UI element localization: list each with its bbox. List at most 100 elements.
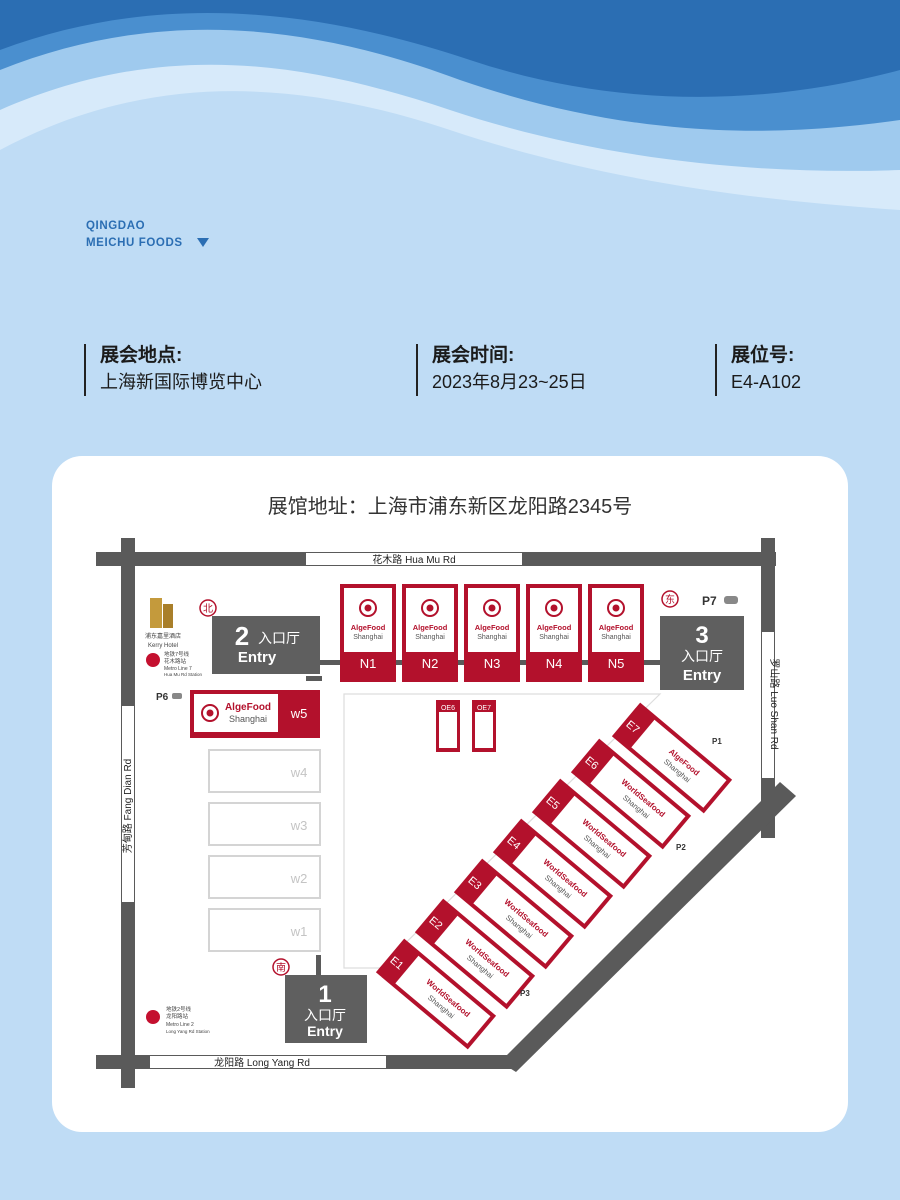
info-booth: 展位号: E4-A102	[715, 344, 801, 396]
entry-1: 1 入口厅 Entry	[285, 975, 367, 1043]
svg-text:Long Yang Rd Station: Long Yang Rd Station	[166, 1029, 210, 1034]
svg-text:Shanghai: Shanghai	[229, 714, 267, 724]
venue-address: 展馆地址：上海市浦东新区龙阳路2345号	[267, 496, 633, 518]
svg-text:Shanghai: Shanghai	[601, 634, 631, 641]
booth-value: E4-A102	[731, 372, 802, 392]
location-value: 上海新国际博览中心	[100, 372, 262, 392]
road-diagonal	[500, 782, 796, 1072]
svg-text:地铁7号线: 地铁7号线	[164, 650, 190, 658]
svg-text:入口厅: 入口厅	[681, 648, 723, 664]
building-icon	[150, 598, 162, 628]
svg-text:Shanghai: Shanghai	[539, 634, 569, 641]
time-value: 2023年8月23~25日	[432, 372, 587, 392]
svg-text:N4: N4	[546, 656, 563, 671]
hall-w1: w1	[208, 908, 321, 952]
svg-text:龙阳路站: 龙阳路站	[166, 1012, 189, 1020]
road-west-label: 芳甸路 Fang Dian Rd	[121, 759, 134, 853]
svg-text:东: 东	[665, 593, 675, 606]
svg-text:浦东嘉里酒店: 浦东嘉里酒店	[145, 632, 181, 640]
parking-p1: P1	[712, 737, 722, 746]
svg-text:AlgeFood: AlgeFood	[537, 623, 572, 632]
svg-text:花木路站: 花木路站	[164, 657, 187, 665]
car-icon	[724, 596, 738, 604]
booth-label: 展位号:	[731, 345, 795, 366]
svg-text:Kerry Hotel: Kerry Hotel	[148, 643, 178, 649]
hall-w3: w3	[208, 802, 321, 846]
hall-oe6: OE6	[436, 700, 460, 752]
svg-text:w5: w5	[290, 706, 308, 721]
svg-text:地铁2号线: 地铁2号线	[166, 1005, 192, 1013]
hall-e3: E3 WorldSeafood Shanghai	[453, 858, 575, 970]
road-west-label-box	[122, 706, 134, 902]
entry-3: 3 入口厅 Entry	[660, 616, 744, 690]
brand-line2: MEICHU FOODS	[86, 235, 209, 252]
svg-text:AlgeFood: AlgeFood	[599, 623, 634, 632]
road-east-label-box	[762, 632, 774, 778]
kerry-hotel: 浦东嘉里酒店 Kerry Hotel	[145, 598, 181, 649]
metro-icon	[146, 653, 160, 667]
svg-text:3: 3	[695, 622, 708, 649]
road-north-label-box	[306, 553, 522, 565]
hall-e7: E7 AlgeFood Shanghai	[611, 702, 733, 814]
svg-text:OE6: OE6	[441, 705, 455, 712]
metro-station-line2: 地铁2号线 龙阳路站 Metro Line 2 Long Yang Rd Sta…	[146, 1005, 210, 1034]
svg-text:AlgeFood: AlgeFood	[225, 702, 271, 713]
parking-p6: P6	[156, 692, 169, 703]
svg-text:Entry: Entry	[238, 649, 277, 666]
svg-text:2: 2	[235, 621, 249, 651]
compass-south-badge: 南	[272, 958, 290, 976]
brand-block: QINGDAO MEICHU FOODS	[86, 218, 209, 252]
hall-e6: E6 WorldSeafood Shanghai	[570, 738, 692, 850]
svg-text:Shanghai: Shanghai	[477, 634, 507, 641]
svg-text:w1: w1	[290, 924, 308, 939]
hall-n4: AlgeFood Shanghai N4	[526, 584, 582, 682]
brand-line1: QINGDAO	[86, 220, 146, 232]
compass-east-badge: 东	[661, 590, 679, 608]
hall-w4: w4	[208, 749, 321, 793]
parking-p7: P7	[702, 594, 717, 608]
svg-text:1: 1	[318, 981, 331, 1008]
svg-text:N5: N5	[608, 656, 625, 671]
road-south-label: 龙阳路 Long Yang Rd	[214, 1056, 310, 1069]
svg-text:AlgeFood: AlgeFood	[351, 623, 386, 632]
parking-p3: P3	[520, 989, 530, 998]
hall-e5: E5 WorldSeafood Shanghai	[531, 778, 653, 890]
hall-e2: E2 WorldSeafood Shanghai	[414, 898, 536, 1010]
svg-text:w2: w2	[290, 871, 308, 886]
hall-e1: E1 WorldSeafood Shanghai	[375, 938, 497, 1050]
svg-text:Entry: Entry	[683, 667, 722, 684]
hall-n3: AlgeFood Shanghai N3	[464, 584, 520, 682]
road-east-label: 罗山路 Luo Shan Rd	[768, 658, 781, 749]
svg-text:AlgeFood: AlgeFood	[413, 623, 448, 632]
hall-w5: AlgeFood Shanghai w5	[190, 690, 320, 738]
svg-text:AlgeFood: AlgeFood	[475, 623, 510, 632]
hall-w2: w2	[208, 855, 321, 899]
svg-text:北: 北	[203, 603, 213, 615]
hall-n1: AlgeFood Shanghai N1	[340, 584, 396, 682]
hall-n2: AlgeFood Shanghai N2	[402, 584, 458, 682]
svg-text:Metro Line 7: Metro Line 7	[164, 666, 192, 672]
hall-oe7: OE7	[472, 700, 496, 752]
parking-p2: P2	[676, 843, 686, 852]
svg-text:w3: w3	[290, 818, 308, 833]
svg-text:Shanghai: Shanghai	[415, 634, 445, 641]
info-time: 展会时间: 2023年8月23~25日	[416, 344, 587, 396]
svg-text:w4: w4	[290, 765, 308, 780]
header-waves	[0, 0, 900, 300]
road-north-label: 花木路 Hua Mu Rd	[372, 553, 455, 566]
metro-station-line7: 地铁7号线 花木路站 Metro Line 7 Hua Mu Rd Statio…	[146, 650, 203, 677]
svg-text:N3: N3	[484, 656, 501, 671]
hall-e4: E4 WorldSeafood Shanghai	[492, 818, 614, 930]
road-south-label-box	[150, 1056, 386, 1068]
svg-text:Shanghai: Shanghai	[353, 634, 383, 641]
hall-n5: AlgeFood Shanghai N5	[588, 584, 644, 682]
time-label: 展会时间:	[432, 345, 515, 366]
svg-text:OE7: OE7	[477, 705, 491, 712]
svg-text:N2: N2	[422, 656, 439, 671]
svg-text:Entry: Entry	[307, 1023, 343, 1039]
svg-text:Hua Mu Rd Station: Hua Mu Rd Station	[164, 672, 203, 677]
location-label: 展会地点:	[100, 345, 183, 366]
info-location: 展会地点: 上海新国际博览中心	[84, 344, 262, 396]
compass-north-badge: 北	[199, 599, 217, 617]
